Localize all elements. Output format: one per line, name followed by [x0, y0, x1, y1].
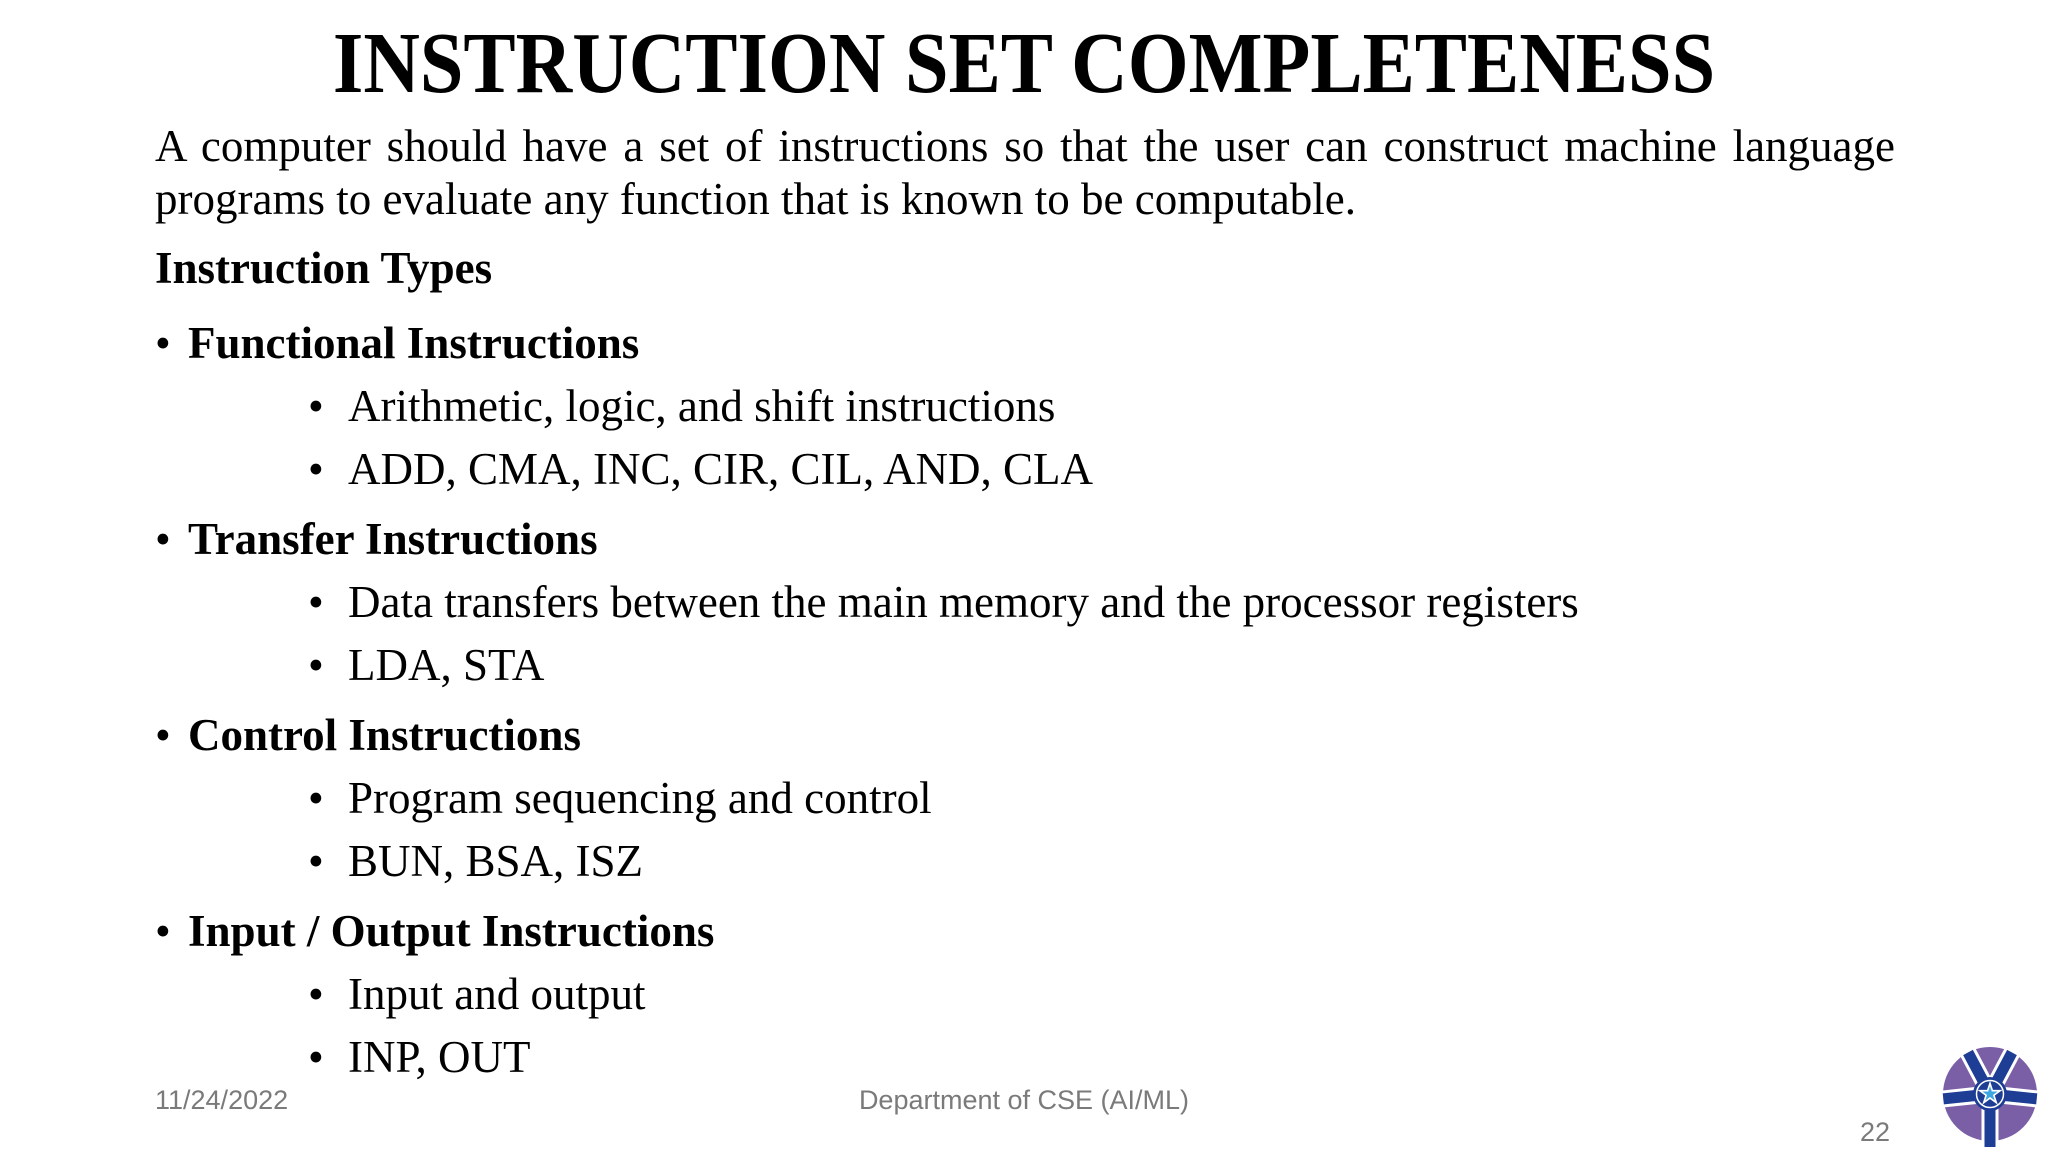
logo-center-ring [1975, 1079, 2005, 1109]
bullet-subitem-text: Data transfers between the main memory a… [348, 577, 1579, 627]
slide-title: INSTRUCTION SET COMPLETENESS [332, 14, 1716, 111]
bullet-glyph: • [308, 773, 324, 823]
bullet-item-title: Functional Instructions [188, 318, 640, 368]
bullet-glyph: • [308, 381, 324, 431]
bullet-item-functional: • Functional Instructions [0, 312, 2048, 374]
bullet-subitem: • Program sequencing and control [0, 767, 2048, 829]
institution-logo-icon [1942, 1047, 2038, 1147]
bullet-subitem: • Input and output [0, 963, 2048, 1025]
page-number: 22 [1859, 1117, 1890, 1147]
bullet-subitem-text: Program sequencing and control [348, 773, 932, 823]
bullet-glyph: • [308, 444, 324, 494]
bullet-subitem-text: BUN, BSA, ISZ [348, 836, 644, 886]
bullet-subitem-text: LDA, STA [348, 640, 545, 690]
bullet-glyph: • [155, 514, 171, 564]
bullet-subitem: • Data transfers between the main memory … [0, 571, 2048, 633]
bullet-item-title: Control Instructions [188, 710, 581, 760]
list-heading: Instruction Types [155, 243, 493, 293]
bullet-item-input-output: • Input / Output Instructions [0, 900, 2048, 962]
bullet-item-title: Transfer Instructions [188, 514, 598, 564]
bullet-subitem: • INP, OUT [0, 1026, 2048, 1088]
bullet-glyph: • [308, 836, 324, 886]
bullet-subitem-text: ADD, CMA, INC, CIR, CIL, AND, CLA [348, 444, 1094, 494]
bullet-glyph: • [155, 906, 171, 956]
bullet-subitem: • Arithmetic, logic, and shift instructio… [0, 375, 2048, 437]
bullet-subitem: • LDA, STA [0, 634, 2048, 696]
bullet-glyph: • [308, 969, 324, 1019]
intro-paragraph: A computer should have a set of instruct… [155, 121, 1895, 224]
bullet-glyph: • [155, 710, 171, 760]
bullet-glyph: • [308, 577, 324, 627]
bullet-subitem-text: INP, OUT [348, 1032, 531, 1082]
bullet-item-control: • Control Instructions [0, 704, 2048, 766]
footer-department: Department of CSE (AI/ML) [858, 1085, 1190, 1115]
bullet-item-transfer: • Transfer Instructions [0, 508, 2048, 570]
bullet-subitem-text: Input and output [348, 969, 646, 1019]
footer-date: 11/24/2022 [155, 1085, 289, 1115]
slide-footer: 11/24/2022 Department of CSE (AI/ML) 22 [0, 1084, 2048, 1147]
logo-star-icon [1977, 1080, 2003, 1105]
bullet-item-title: Input / Output Instructions [188, 906, 715, 956]
bullet-subitem: • BUN, BSA, ISZ [0, 830, 2048, 892]
bullet-list: Instruction Types • Functional Instructio… [0, 237, 2048, 1088]
bullet-glyph: • [155, 318, 171, 368]
bullet-glyph: • [308, 640, 324, 690]
bullet-glyph: • [308, 1032, 324, 1082]
bullet-subitem-text: Arithmetic, logic, and shift instruction… [348, 381, 1056, 431]
bullet-subitem: • ADD, CMA, INC, CIR, CIL, AND, CLA [0, 438, 2048, 500]
